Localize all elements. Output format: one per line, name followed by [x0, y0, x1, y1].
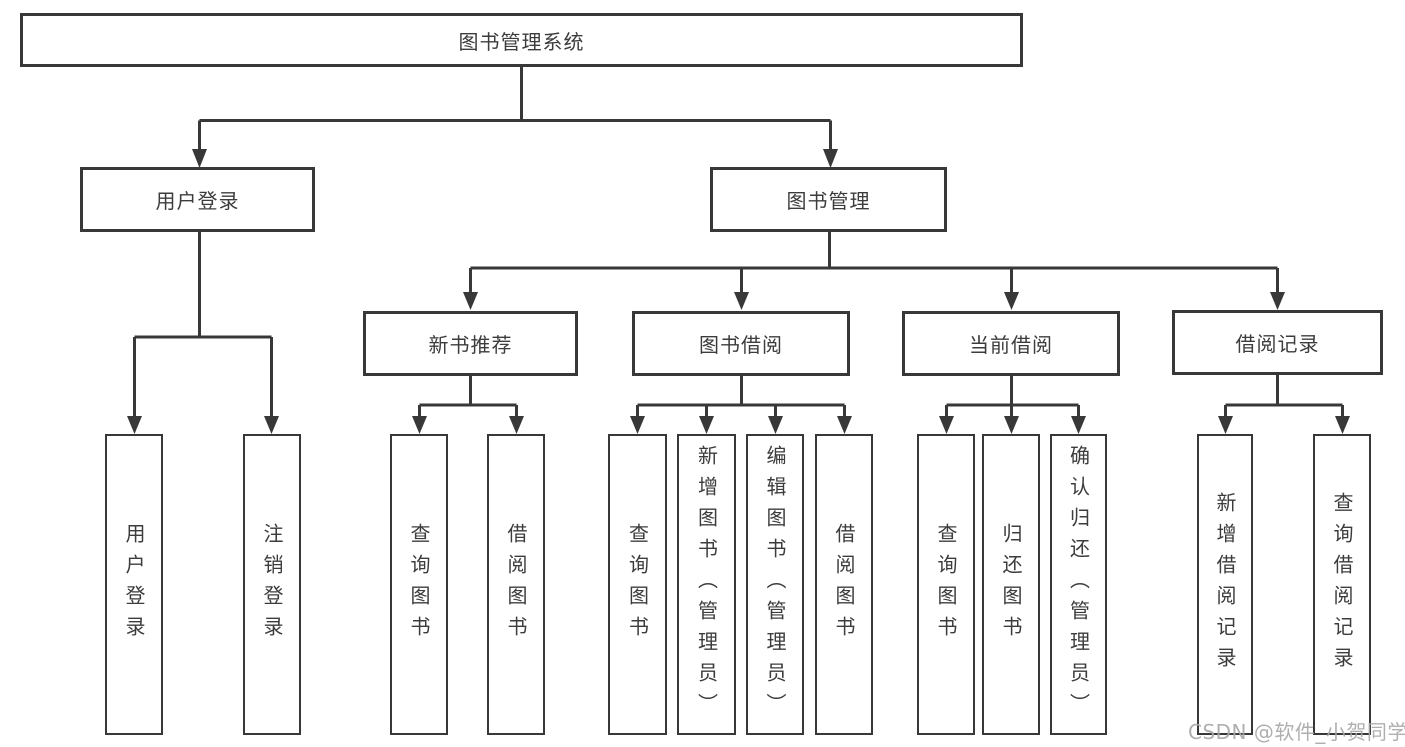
leaf-label: 新增借阅记录 [1213, 491, 1237, 678]
node-label: 用户登录 [155, 189, 240, 213]
node-label: 借阅记录 [1235, 332, 1320, 356]
arrow-head [1270, 292, 1285, 310]
arrow-head [699, 416, 714, 434]
leaf-label: 查询图书 [625, 522, 650, 647]
arrow-head [630, 416, 645, 434]
node-current-borrow: 当前借阅 [902, 311, 1120, 376]
arrow-head [1218, 416, 1233, 434]
arrow-head [823, 149, 838, 168]
arrow-head [127, 416, 142, 434]
connector-bookborrow-to-leaves [636, 376, 846, 417]
leaf-logout: 注销登录 [243, 434, 301, 735]
node-book-borrow: 图书借阅 [632, 311, 850, 376]
node-root-label: 图书管理系统 [458, 29, 585, 54]
arrow-head [768, 416, 783, 434]
leaf-label: 归还图书 [999, 522, 1023, 647]
node-book-management: 图书管理 [710, 167, 947, 232]
leaf-label: 查询图书 [407, 522, 431, 647]
leaf-add-borrow-record: 新增借阅记录 [1197, 434, 1253, 735]
connector-currentborrow-to-leaves [945, 376, 1080, 417]
connector-bookmgmt-to-level3 [469, 232, 1279, 293]
leaf-user-login: 用户登录 [105, 434, 163, 735]
leaf-label: 编辑图书（管理员） [763, 445, 787, 724]
arrow-head [939, 416, 954, 434]
leaf-label: 借阅图书 [504, 522, 528, 647]
leaf-borrow-books-2: 借阅图书 [815, 434, 873, 735]
node-user-login: 用户登录 [80, 167, 315, 232]
leaf-return-books: 归还图书 [982, 434, 1040, 735]
arrow-head [264, 416, 279, 434]
leaf-add-books-admin: 新增图书（管理员） [677, 434, 736, 735]
leaf-query-borrow-record: 查询借阅记录 [1313, 434, 1371, 735]
leaf-label: 查询图书 [934, 522, 958, 647]
arrow-head [1071, 416, 1086, 434]
leaf-query-books-1: 查询图书 [390, 434, 448, 735]
node-label: 当前借阅 [969, 333, 1053, 357]
connector-root-to-level2 [198, 67, 832, 151]
arrow-head [1004, 292, 1019, 310]
leaf-label: 用户登录 [122, 522, 146, 647]
arrow-head [1335, 416, 1350, 434]
node-borrow-records: 借阅记录 [1172, 310, 1383, 375]
node-label: 图书借阅 [699, 333, 783, 357]
arrow-head [412, 416, 427, 434]
leaf-label: 确认归还（管理员） [1066, 445, 1091, 724]
leaf-query-books-3: 查询图书 [917, 434, 975, 735]
connector-userlogin-to-leaves [133, 232, 273, 417]
arrow-head [463, 292, 478, 310]
leaf-borrow-books-1: 借阅图书 [487, 434, 545, 735]
arrow-head [734, 292, 749, 310]
arrow-head [1004, 416, 1019, 434]
leaf-label: 查询借阅记录 [1330, 491, 1354, 678]
leaf-label: 注销登录 [260, 522, 284, 647]
leaf-confirm-return-admin: 确认归还（管理员） [1050, 434, 1107, 735]
arrow-head [837, 416, 852, 434]
leaf-label: 新增图书（管理员） [694, 445, 719, 724]
arrow-head [192, 149, 207, 168]
leaf-label: 借阅图书 [832, 522, 856, 647]
csdn-watermark: CSDN @软件_小贺同学 [1188, 720, 1405, 744]
node-new-book-recommend: 新书推荐 [363, 311, 578, 376]
leaf-query-books-2: 查询图书 [608, 434, 667, 735]
node-label: 图书管理 [786, 189, 871, 213]
arrow-head [509, 416, 524, 434]
connector-borrowrecords-to-leaves [1224, 375, 1344, 417]
node-root-system: 图书管理系统 [20, 13, 1023, 67]
node-label: 新书推荐 [428, 333, 513, 357]
leaf-edit-books-admin: 编辑图书（管理员） [746, 434, 804, 735]
connector-newbookrec-to-leaves [418, 376, 518, 417]
